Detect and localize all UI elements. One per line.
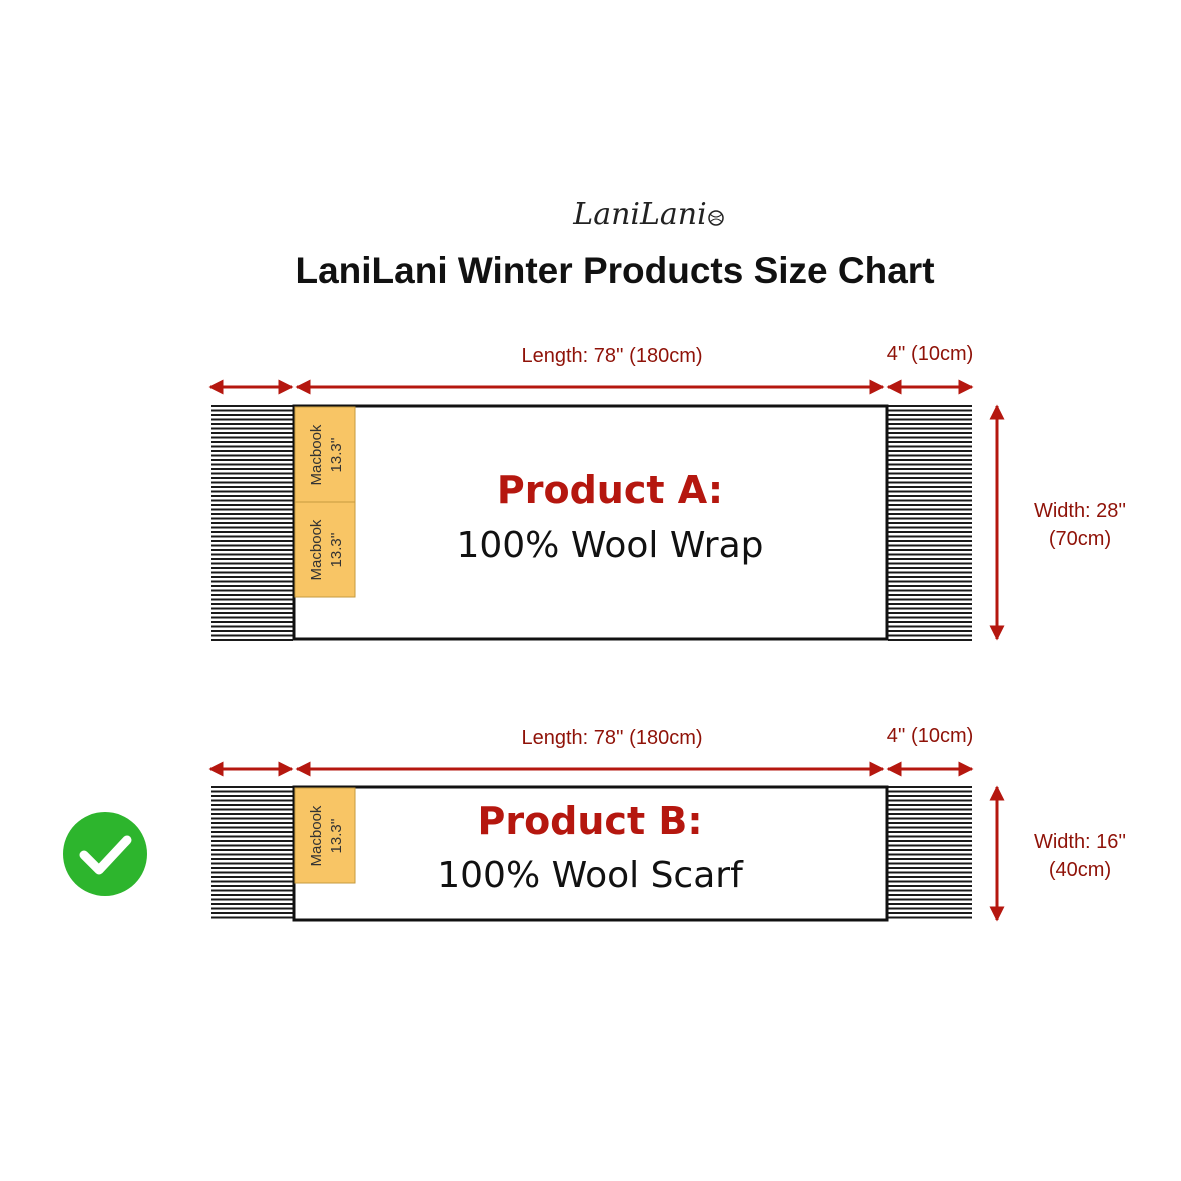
macbook-size: 13.3'' xyxy=(328,437,345,472)
check-circle-icon xyxy=(63,812,147,896)
right-fringe xyxy=(888,405,972,641)
product-description: 100% Wool Wrap xyxy=(456,525,763,566)
length-label: Length: 78'' (180cm) xyxy=(521,727,702,749)
wrap-body xyxy=(292,404,889,641)
product-description: 100% Wool Scarf xyxy=(437,855,744,896)
macbook-size-reference: Macbook 13.3'' xyxy=(294,501,356,598)
macbook-label: Macbook xyxy=(308,519,325,580)
macbook-size: 13.3'' xyxy=(328,532,345,567)
right-fringe xyxy=(888,786,972,919)
macbook-label: Macbook xyxy=(308,805,325,866)
product-name: Product A: xyxy=(497,468,723,512)
page-title: LaniLani Winter Products Size Chart xyxy=(295,250,934,291)
width-label: Width: 16'' xyxy=(1034,831,1126,853)
width-label-metric: (40cm) xyxy=(1049,859,1111,881)
product-b-diagram: Length: 78'' (180cm) 4'' (10cm) Macbook … xyxy=(63,725,1126,922)
fringe-label: 4'' (10cm) xyxy=(887,343,974,365)
logo-text: LaniLani xyxy=(572,197,706,232)
yarn-ball-icon xyxy=(708,210,724,226)
length-label: Length: 78'' (180cm) xyxy=(521,345,702,367)
macbook-size-reference: Macbook 13.3'' xyxy=(294,787,356,884)
left-fringe xyxy=(211,405,293,641)
brand-logo: LaniLani xyxy=(572,197,724,232)
macbook-size: 13.3'' xyxy=(328,818,345,853)
scarf-body xyxy=(292,785,889,922)
macbook-label: Macbook xyxy=(308,424,325,485)
product-a-diagram: Length: 78'' (180cm) 4'' (10cm) Macbook … xyxy=(208,343,1126,641)
fringe-label: 4'' (10cm) xyxy=(887,725,974,747)
left-fringe xyxy=(211,786,293,919)
product-name: Product B: xyxy=(477,799,702,843)
width-label: Width: 28'' xyxy=(1034,500,1126,522)
macbook-size-reference: Macbook 13.3'' xyxy=(294,406,356,503)
width-label-metric: (70cm) xyxy=(1049,528,1111,550)
